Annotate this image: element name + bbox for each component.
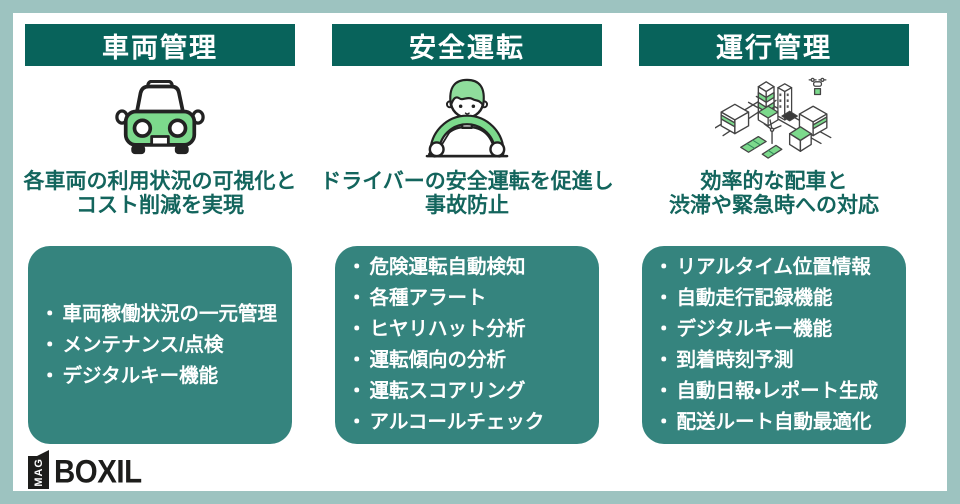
description-line: ドライバーの安全運転を促進し <box>320 170 614 193</box>
boxil-wordmark: BOXIL <box>54 452 142 491</box>
list-item: ・アルコールチェック <box>347 407 589 438</box>
list-item-text: リアルタイム位置情報 <box>676 256 871 278</box>
bullet-glyph: ・ <box>40 364 60 387</box>
badge-notch-icon <box>37 450 49 456</box>
driver-icon <box>425 78 509 158</box>
bullet-glyph: ・ <box>654 256 674 278</box>
list-item: ・危険運転自動検知 <box>347 252 589 283</box>
list-item: ・各種アラート <box>347 283 589 314</box>
description-line: コスト削減を実現 <box>76 194 244 217</box>
list-item: ・車両稼働状況の一元管理 <box>40 299 282 330</box>
list-item-text: アルコールチェック <box>369 411 545 433</box>
list-item-text: デジタルキー機能 <box>676 318 833 340</box>
car-icon <box>115 80 205 155</box>
description-line: 事故防止 <box>425 194 509 217</box>
vehicle-feature-box: ・車両稼働状況の一元管理・メンテナンス/点検・デジタルキー機能 <box>28 246 292 444</box>
column-operation-management: 運行管理 <box>639 13 909 444</box>
vehicle-management-header: 車両管理 <box>25 24 295 66</box>
description-line: 各車両の利用状況の可視化と <box>23 170 297 193</box>
bullet-glyph: ・ <box>654 411 674 433</box>
list-item: ・自動走行記録機能 <box>654 283 896 314</box>
list-item: ・到着時刻予測 <box>654 345 896 376</box>
bullet-glyph: ・ <box>654 287 674 309</box>
list-item-text: メンテナンス/点検 <box>62 333 224 356</box>
mag-badge: MAG <box>28 450 49 489</box>
header-label: 車両管理 <box>102 32 218 63</box>
operation-description: 効率的な配車と 渋滞や緊急時への対応 <box>669 170 879 218</box>
list-item: ・ヒヤリハット分析 <box>347 314 589 345</box>
operation-feature-box: ・リアルタイム位置情報・自動走行記録機能・デジタルキー機能・到着時刻予測・自動日… <box>642 246 906 444</box>
list-item-text: 運転スコアリング <box>369 380 526 402</box>
bullet-glyph: ・ <box>40 333 60 356</box>
mag-badge-label: MAG <box>32 458 45 487</box>
list-item: ・配送ルート自動最適化 <box>654 407 896 438</box>
bullet-glyph: ・ <box>654 318 674 340</box>
bullet-glyph: ・ <box>347 411 367 433</box>
list-item: ・デジタルキー機能 <box>40 361 282 392</box>
city-icon <box>715 77 832 159</box>
operation-management-header: 運行管理 <box>639 24 909 66</box>
bullet-glyph: ・ <box>40 302 60 325</box>
columns-row: 車両管理 <box>13 13 947 444</box>
list-item-text: 到着時刻予測 <box>676 349 794 371</box>
list-item-text: 車両稼働状況の一元管理 <box>62 302 278 325</box>
list-item-text: デジタルキー機能 <box>62 364 219 387</box>
list-item-text: 自動走行記録機能 <box>676 287 833 309</box>
bullet-glyph: ・ <box>347 380 367 402</box>
content-area: 車両管理 <box>13 13 947 491</box>
list-item: ・自動日報・レポート生成 <box>654 376 896 407</box>
bullet-glyph: ・ <box>654 380 674 402</box>
bullet-glyph: ・ <box>347 318 367 340</box>
list-item: ・リアルタイム位置情報 <box>654 252 896 283</box>
description-line: 渋滞や緊急時への対応 <box>669 194 879 217</box>
bullet-glyph: ・ <box>347 256 367 278</box>
list-item-text: 自動日報・レポート生成 <box>676 380 879 402</box>
vehicle-icon-wrap <box>112 70 208 166</box>
safe-driving-feature-box: ・危険運転自動検知・各種アラート・ヒヤリハット分析・運転傾向の分析・運転スコアリ… <box>335 246 599 444</box>
city-icon-wrap <box>715 70 833 166</box>
list-item: ・メンテナンス/点検 <box>40 330 282 361</box>
column-vehicle-management: 車両管理 <box>24 13 297 444</box>
driver-icon-wrap <box>423 70 511 166</box>
bullet-glyph: ・ <box>347 287 367 309</box>
vehicle-description: 各車両の利用状況の可視化と コスト削減を実現 <box>24 170 297 218</box>
column-safe-driving: 安全運転 <box>320 13 614 444</box>
list-item-text: 運転傾向の分析 <box>369 349 507 371</box>
list-item-text: 危険運転自動検知 <box>369 256 526 278</box>
header-label: 安全運転 <box>409 32 525 63</box>
list-item-text: 配送ルート自動最適化 <box>676 411 872 433</box>
list-item: ・運転スコアリング <box>347 376 589 407</box>
header-label: 運行管理 <box>716 32 832 63</box>
safe-driving-description: ドライバーの安全運転を促進し 事故防止 <box>320 170 614 218</box>
list-item: ・デジタルキー機能 <box>654 314 896 345</box>
list-item-text: ヒヤリハット分析 <box>369 318 526 340</box>
list-item-text: 各種アラート <box>369 287 487 309</box>
list-item: ・運転傾向の分析 <box>347 345 589 376</box>
bullet-glyph: ・ <box>654 349 674 371</box>
description-line: 効率的な配車と <box>700 170 848 193</box>
boxil-mag-logo: MAG BOXIL <box>28 450 146 491</box>
safe-driving-header: 安全運転 <box>332 24 602 66</box>
bullet-glyph: ・ <box>347 349 367 371</box>
